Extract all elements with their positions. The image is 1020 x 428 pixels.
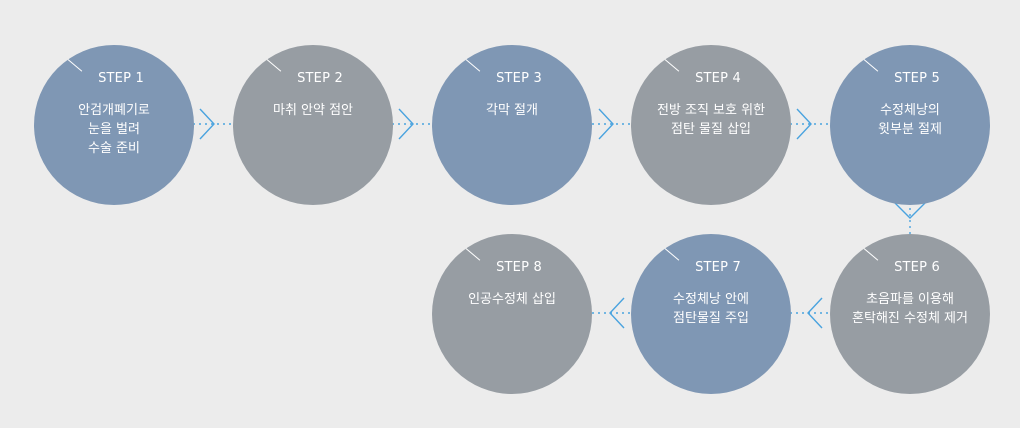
slash-mark: [61, 54, 83, 72]
slash-mark: [857, 243, 879, 261]
step-3-circle: STEP 3 각막 절개: [432, 45, 592, 205]
desc-line: 초음파를 이용해: [866, 292, 954, 307]
slash-mark: [260, 54, 282, 72]
arrow-left-7-8: [592, 297, 630, 329]
step-4-circle: STEP 4 전방 조직 보호 위한 점탄 물질 삽입: [631, 45, 791, 205]
desc-line: 점탄물질 주입: [673, 311, 749, 326]
desc-line: 혼탁해진 수정체 제거: [852, 311, 968, 326]
arrow-right-2-3: [392, 108, 431, 140]
step-description: 각막 절개: [446, 101, 578, 120]
desc-line: 눈을 벌려: [88, 122, 140, 137]
step-5-circle: STEP 5 수정체낭의 윗부분 절제: [830, 45, 990, 205]
slash-mark: [658, 243, 680, 261]
step-6-circle: STEP 6 초음파를 이용해 혼탁해진 수정체 제거: [830, 234, 990, 394]
slash-mark: [857, 54, 879, 72]
desc-line: 점탄 물질 삽입: [670, 122, 752, 137]
step-label: STEP 8: [496, 260, 542, 275]
step-description: 초음파를 이용해 혼탁해진 수정체 제거: [844, 290, 976, 328]
step-label: STEP 7: [695, 260, 741, 275]
arrow-right-3-4: [592, 108, 630, 140]
step-7-circle: STEP 7 수정체낭 안에 점탄물질 주입: [631, 234, 791, 394]
step-description: 마취 안약 점안: [247, 101, 379, 120]
slash-mark: [459, 54, 481, 72]
desc-line: 윗부분 절제: [878, 122, 942, 137]
step-1-circle: STEP 1 안검개폐기로 눈을 벌려 수술 준비: [34, 45, 194, 205]
step-2-circle: STEP 2 마취 안약 점안: [233, 45, 393, 205]
desc-line: 수술 준비: [88, 141, 140, 156]
desc-line: 인공수정체 삽입: [468, 292, 556, 307]
step-description: 수정체낭의 윗부분 절제: [844, 101, 976, 139]
slash-mark: [658, 54, 680, 72]
step-8-circle: STEP 8 인공수정체 삽입: [432, 234, 592, 394]
step-label: STEP 6: [894, 260, 940, 275]
desc-line: 마취 안약 점안: [272, 103, 354, 118]
desc-line: 수정체낭 안에: [673, 292, 749, 307]
arrow-left-6-7: [790, 297, 829, 329]
step-description: 안검개폐기로 눈을 벌려 수술 준비: [48, 101, 180, 158]
slash-mark: [459, 243, 481, 261]
desc-line: 수정체낭의: [880, 103, 940, 118]
step-label: STEP 3: [496, 71, 542, 86]
arrow-right-4-5: [790, 108, 829, 140]
desc-line: 전방 조직 보호 위한: [656, 103, 766, 118]
step-label: STEP 4: [695, 71, 741, 86]
step-label: STEP 1: [98, 71, 144, 86]
step-description: 인공수정체 삽입: [446, 290, 578, 309]
step-description: 수정체낭 안에 점탄물질 주입: [645, 290, 777, 328]
desc-line: 각막 절개: [486, 103, 538, 118]
desc-line: 안검개폐기로: [78, 103, 150, 118]
step-label: STEP 5: [894, 71, 940, 86]
arrow-right-1-2: [193, 108, 232, 140]
step-label: STEP 2: [297, 71, 343, 86]
step-description: 전방 조직 보호 위한 점탄 물질 삽입: [645, 101, 777, 139]
